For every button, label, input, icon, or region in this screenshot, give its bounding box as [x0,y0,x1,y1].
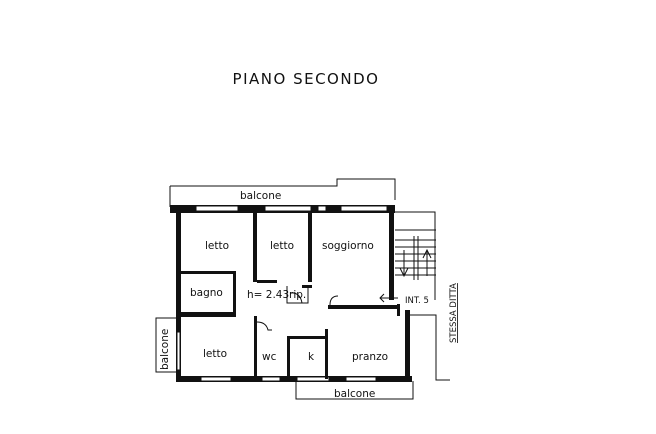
label-rip: rip. [289,289,306,301]
label-int: INT. 5 [405,296,429,306]
label-balcone-top: balcone [240,190,281,202]
label-height: h= 2.43 [247,289,289,301]
stairwell [379,211,450,381]
interior-walls [180,212,398,379]
label-balcone-left: balcone [159,329,171,370]
note-stessa-ditta: STESSA DITTA [449,283,459,343]
label-pranzo: pranzo [352,351,388,363]
label-wc: wc [262,351,277,363]
label-k: k [308,351,315,363]
label-letto-3: letto [203,348,227,360]
exterior-wall-top [170,205,395,213]
label-bagno: bagno [190,287,223,299]
balcony-bottom [295,381,414,400]
exterior-wall-right [389,205,410,380]
balcony-top [169,178,396,207]
label-letto-1: letto [205,240,229,252]
exterior-wall-bottom [176,376,412,382]
exterior-wall-left [176,205,181,381]
balcony-left [155,317,176,373]
label-letto-2: letto [270,240,294,252]
label-balcone-bottom: balcone [334,388,375,400]
label-soggiorno: soggiorno [322,240,374,252]
plan-title: PIANO SECONDO [232,70,380,88]
